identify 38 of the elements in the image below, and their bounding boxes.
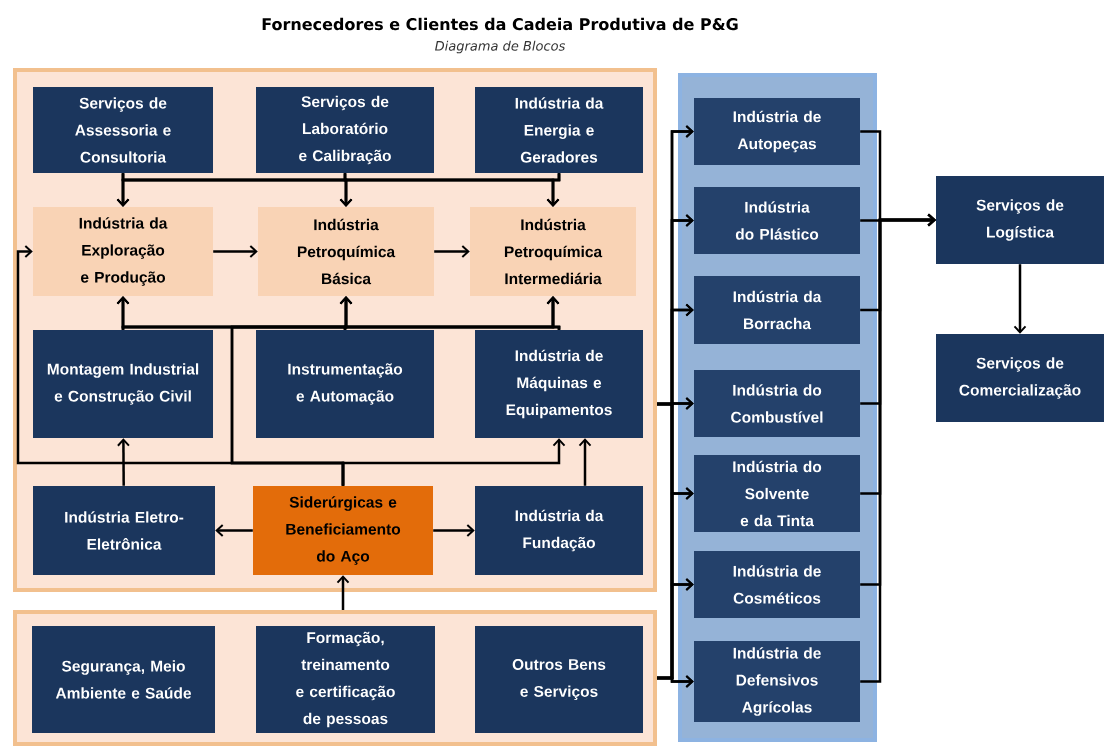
process-box: Segurança, Meio Ambiente e Saúde	[32, 626, 215, 733]
process-box: Indústria da Borracha	[694, 276, 860, 344]
process-box: Montagem Industrial e Construção Civil	[33, 330, 213, 438]
process-box: Indústria Petroquímica Intermediária	[470, 207, 636, 296]
arrow	[215, 524, 253, 537]
arrow	[860, 213, 936, 683]
process-box: Indústria de Cosméticos	[694, 551, 860, 618]
process-box: Indústria do Combustível	[694, 370, 860, 437]
process-box: Serviços de Logística	[936, 176, 1104, 264]
process-box: Indústria Eletro-Eletrônica	[33, 486, 215, 575]
arrow	[433, 524, 475, 537]
arrow	[116, 438, 130, 486]
process-box: Instrumentação e Automação	[256, 330, 434, 438]
arrow	[657, 675, 694, 688]
process-box: Indústria do Solvente e da Tinta	[694, 455, 860, 532]
process-box: Indústria Petroquímica Básica	[258, 207, 434, 296]
process-box: Serviços de Comercialização	[936, 334, 1104, 422]
process-box: Indústria de Defensivos Agrícolas	[694, 641, 860, 722]
process-box: Siderúrgicas e Beneficiamento do Aço	[253, 486, 433, 575]
process-box: Indústria da Fundação	[475, 486, 643, 575]
process-box: Serviços de Laboratório e Calibração	[256, 87, 434, 173]
process-box: Indústria de Máquinas e Equipamentos	[475, 330, 643, 438]
title: Fornecedores e Clientes da Cadeia Produtiva de P&G	[262, 17, 738, 31]
arrow	[341, 438, 566, 486]
arrow	[213, 245, 258, 258]
process-box: Indústria de Autopeças	[694, 98, 860, 165]
arrow	[546, 173, 561, 207]
process-box: Indústria da Energia e Geradores	[475, 87, 643, 173]
arrow	[434, 245, 470, 258]
subtitle: Diagrama de Blocos	[435, 40, 566, 54]
process-box: Serviços de Assessoria e Consultoria	[33, 87, 213, 173]
arrow	[578, 438, 592, 486]
process-box: Formação, treinamento e certificação de pessoas	[256, 626, 435, 733]
process-box: Indústria da Exploração e Produção	[33, 207, 213, 296]
arrow	[1013, 264, 1027, 334]
arrow	[336, 575, 350, 610]
process-box: Outros Bens e Serviços	[475, 626, 643, 733]
process-box: Indústria do Plástico	[694, 187, 860, 254]
